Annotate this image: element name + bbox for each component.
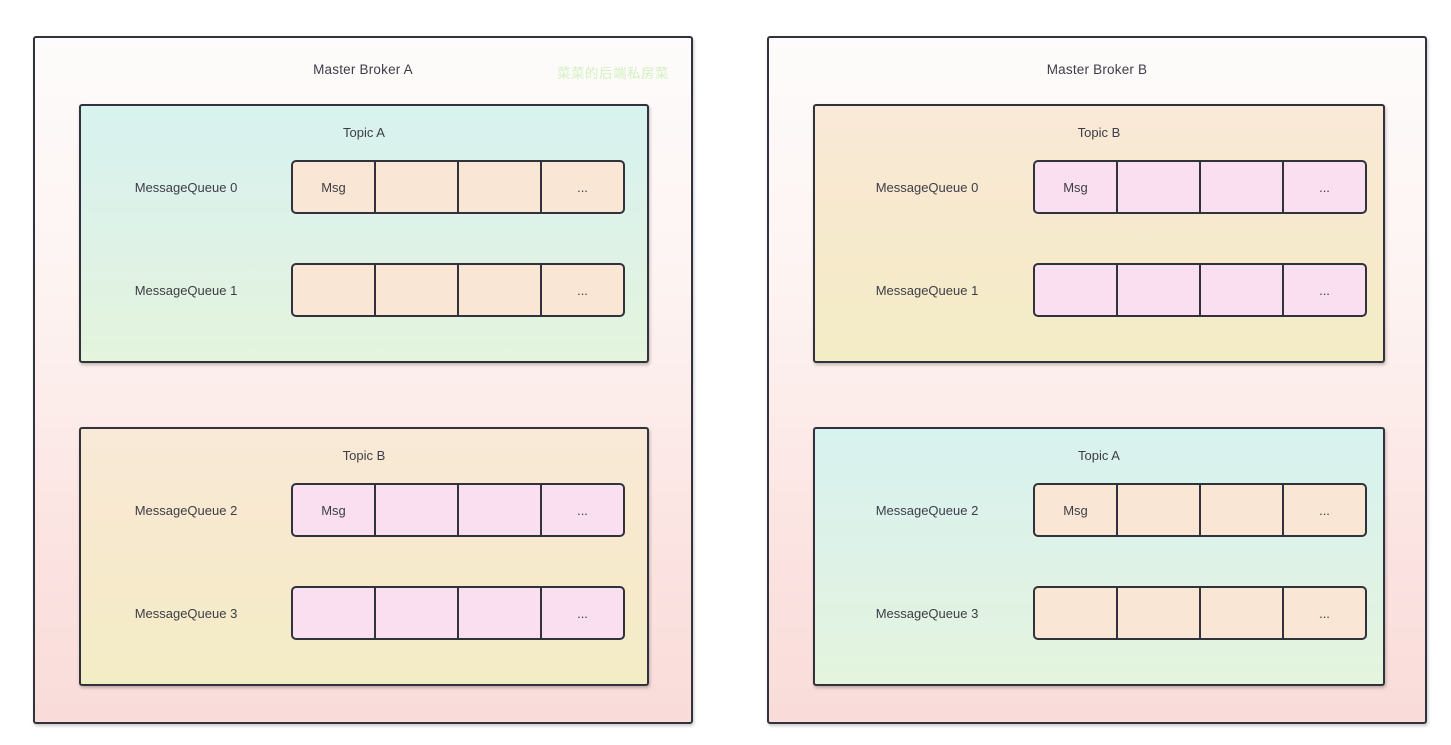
queue-label: MessageQueue 1 bbox=[134, 282, 238, 298]
broker-title-b: Master Broker B bbox=[1046, 62, 1148, 77]
message-cell[interactable] bbox=[1199, 483, 1284, 537]
message-cell[interactable] bbox=[457, 483, 542, 537]
message-cell[interactable] bbox=[1116, 586, 1201, 640]
topic-box-b-topic-a[interactable]: Topic A MessageQueue 2 Msg ... MessageQu… bbox=[813, 427, 1385, 686]
topic-box-b-topic-b[interactable]: Topic B MessageQueue 0 Msg ... MessageQu… bbox=[813, 104, 1385, 363]
message-cell-group: Msg ... bbox=[1033, 160, 1367, 214]
message-cell-group: ... bbox=[291, 586, 625, 640]
queue-label: MessageQueue 3 bbox=[875, 605, 979, 621]
message-cell-ellipsis[interactable]: ... bbox=[1282, 263, 1367, 317]
message-cell[interactable] bbox=[374, 263, 459, 317]
queue-label: MessageQueue 1 bbox=[875, 282, 979, 298]
message-cell[interactable] bbox=[457, 586, 542, 640]
message-cell-group: Msg ... bbox=[291, 483, 625, 537]
message-cell[interactable] bbox=[457, 263, 542, 317]
message-cell[interactable] bbox=[291, 586, 376, 640]
message-cell[interactable] bbox=[1199, 586, 1284, 640]
queue-row: MessageQueue 2 Msg ... bbox=[81, 482, 647, 538]
topic-title: Topic B bbox=[342, 448, 386, 463]
message-cell[interactable] bbox=[1033, 586, 1118, 640]
message-cell[interactable]: Msg bbox=[291, 160, 376, 214]
queue-label: MessageQueue 3 bbox=[134, 605, 238, 621]
message-cell[interactable] bbox=[374, 160, 459, 214]
message-cell-ellipsis[interactable]: ... bbox=[540, 586, 625, 640]
message-cell[interactable] bbox=[1033, 263, 1118, 317]
queue-row: MessageQueue 0 Msg ... bbox=[81, 159, 647, 215]
message-cell-group: Msg ... bbox=[1033, 483, 1367, 537]
queue-label: MessageQueue 2 bbox=[134, 502, 238, 518]
queue-row: MessageQueue 1 ... bbox=[821, 262, 1387, 318]
queue-row: MessageQueue 2 Msg ... bbox=[821, 482, 1387, 538]
message-cell-ellipsis[interactable]: ... bbox=[540, 263, 625, 317]
watermark-label: 菜菜的后端私房菜 bbox=[557, 66, 669, 81]
message-cell-group: ... bbox=[1033, 586, 1367, 640]
message-cell[interactable] bbox=[457, 160, 542, 214]
message-cell[interactable]: Msg bbox=[291, 483, 376, 537]
message-cell-ellipsis[interactable]: ... bbox=[1282, 160, 1367, 214]
topic-box-a-topic-b[interactable]: Topic B MessageQueue 2 Msg ... MessageQu… bbox=[79, 427, 649, 686]
message-cell-ellipsis[interactable]: ... bbox=[1282, 586, 1367, 640]
message-cell-group: ... bbox=[291, 263, 625, 317]
message-cell-group: ... bbox=[1033, 263, 1367, 317]
topic-title: Topic A bbox=[343, 125, 385, 140]
topic-title: Topic B bbox=[1077, 125, 1121, 140]
broker-title-a: Master Broker A bbox=[313, 62, 413, 77]
message-cell-ellipsis[interactable]: ... bbox=[540, 483, 625, 537]
message-cell[interactable] bbox=[1116, 263, 1201, 317]
message-cell[interactable]: Msg bbox=[1033, 483, 1118, 537]
message-cell[interactable] bbox=[1116, 160, 1201, 214]
queue-label: MessageQueue 0 bbox=[134, 179, 238, 195]
queue-row: MessageQueue 1 ... bbox=[81, 262, 647, 318]
message-cell[interactable]: Msg bbox=[1033, 160, 1118, 214]
message-cell-ellipsis[interactable]: ... bbox=[540, 160, 625, 214]
message-cell[interactable] bbox=[291, 263, 376, 317]
message-cell[interactable] bbox=[374, 483, 459, 537]
message-cell-ellipsis[interactable]: ... bbox=[1282, 483, 1367, 537]
queue-row: MessageQueue 3 ... bbox=[81, 585, 647, 641]
queue-row: MessageQueue 3 ... bbox=[821, 585, 1387, 641]
queue-label: MessageQueue 0 bbox=[875, 179, 979, 195]
queue-label: MessageQueue 2 bbox=[875, 502, 979, 518]
broker-container-a[interactable]: Master Broker A 菜菜的后端私房菜 Topic A Message… bbox=[33, 36, 693, 724]
message-cell[interactable] bbox=[374, 586, 459, 640]
broker-container-b[interactable]: Master Broker B Topic B MessageQueue 0 M… bbox=[767, 36, 1427, 724]
topic-title: Topic A bbox=[1078, 448, 1120, 463]
queue-row: MessageQueue 0 Msg ... bbox=[821, 159, 1387, 215]
topic-box-a-topic-a[interactable]: Topic A MessageQueue 0 Msg ... MessageQu… bbox=[79, 104, 649, 363]
message-cell[interactable] bbox=[1199, 263, 1284, 317]
message-cell[interactable] bbox=[1199, 160, 1284, 214]
message-cell[interactable] bbox=[1116, 483, 1201, 537]
message-cell-group: Msg ... bbox=[291, 160, 625, 214]
